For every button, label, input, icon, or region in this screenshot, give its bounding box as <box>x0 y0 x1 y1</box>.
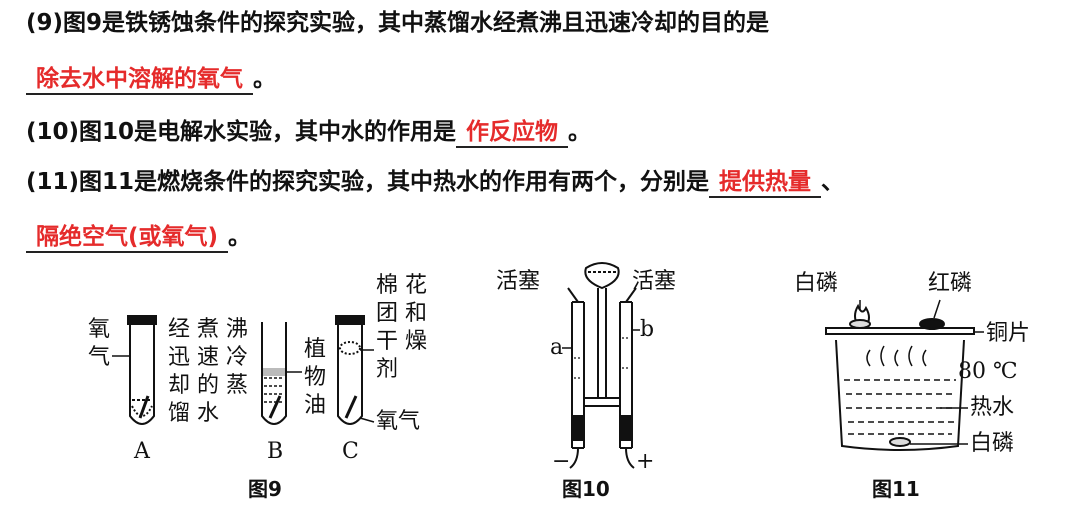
tube-a <box>127 315 157 425</box>
note-a-6: 冷 <box>226 345 248 370</box>
tube-a-label2: 气 <box>88 345 110 370</box>
white-phosphorus-top-label: 白磷 <box>794 271 838 296</box>
q9-answer: 除去水中溶解的氧气 <box>26 65 253 95</box>
note-a-9: 蒸 <box>226 373 248 398</box>
q11-answer-line: 隔绝空气(或氧气)。 <box>26 220 251 254</box>
hot-water-label: 热水 <box>970 395 1014 420</box>
red-phosphorus-label: 红磷 <box>928 271 972 296</box>
tube-c-top-1: 棉 <box>376 273 398 298</box>
tube-a-label1: 氧 <box>88 317 110 342</box>
stopcock-left-label: 活塞 <box>496 269 540 294</box>
figure-9: 氧 气 经 煮 沸 迅 速 冷 却 的 蒸 馏 水 A 植 物 油 B 棉 花 … <box>70 258 470 513</box>
tube-c-letter: C <box>342 439 359 464</box>
tube-c-bottom: 氧气 <box>376 409 420 434</box>
q11-end: 。 <box>228 224 252 250</box>
q10-end: 。 <box>568 119 592 145</box>
note-a-4: 迅 <box>168 345 190 370</box>
note-a-7: 却 <box>168 373 190 398</box>
tube-c-top-7: 剂 <box>376 357 398 382</box>
tube-b <box>261 322 287 425</box>
tube-c-top-4: 和 <box>405 301 427 326</box>
stopcock-right-label: 活塞 <box>632 269 676 294</box>
tube-a-label: a <box>550 335 563 360</box>
tube-c-top-3: 团 <box>376 301 398 326</box>
note-a-3: 沸 <box>226 317 248 342</box>
figure-10: 活塞 活塞 a b − + 图10 <box>490 258 720 513</box>
q11-line: (11)图11是燃烧条件的探究实验，其中热水的作用有两个，分别是提供热量、 <box>26 165 844 199</box>
note-a-5: 速 <box>197 345 219 370</box>
q9-end: 。 <box>253 66 276 92</box>
note-a-2: 煮 <box>197 317 219 342</box>
tube-c-top-2: 花 <box>405 273 427 298</box>
fig10-caption: 图10 <box>562 477 610 501</box>
combustion-apparatus <box>825 303 975 451</box>
tube-a-letter: A <box>133 439 151 464</box>
note-a-8: 的 <box>197 373 219 398</box>
fig11-caption: 图11 <box>872 477 920 501</box>
q11-answer2: 隔绝空气(或氧气) <box>26 223 229 253</box>
negative-terminal: − <box>552 449 570 474</box>
q10-line: (10)图10是电解水实验，其中水的作用是作反应物。 <box>26 115 591 149</box>
temperature-label: 80 ℃ <box>958 359 1018 384</box>
note-a-1: 经 <box>168 317 190 342</box>
tube-b-label-3: 油 <box>304 393 326 418</box>
tube-b-label-1: 植 <box>304 337 326 362</box>
note-a-10: 馏 <box>168 401 190 426</box>
q11-text: (11)图11是燃烧条件的探究实验，其中热水的作用有两个，分别是 <box>26 169 710 195</box>
tube-b-label-2: 物 <box>304 365 326 390</box>
tube-c-top-5: 干 <box>376 329 398 354</box>
q9-text: (9)图9是铁锈蚀条件的探究实验，其中蒸馏水经煮沸且迅速冷却的目的是 <box>26 10 770 36</box>
fig9-caption: 图9 <box>248 477 282 501</box>
q10-answer: 作反应物 <box>456 118 569 148</box>
electrolysis-apparatus <box>567 262 637 469</box>
copper-label: 铜片 <box>986 321 1030 346</box>
q10-text: (10)图10是电解水实验，其中水的作用是 <box>26 119 457 145</box>
q9-line: (9)图9是铁锈蚀条件的探究实验，其中蒸馏水经煮沸且迅速冷却的目的是 <box>26 6 769 40</box>
note-a-11: 水 <box>197 401 219 426</box>
tube-b-label: b <box>640 317 654 342</box>
tube-c-top-6: 燥 <box>405 329 427 354</box>
q9-answer-line: 除去水中溶解的氧气。 <box>26 62 276 96</box>
q11-answer1: 提供热量 <box>709 168 822 198</box>
white-phosphorus-bottom-label: 白磷 <box>970 431 1014 456</box>
positive-terminal: + <box>636 449 654 474</box>
tube-b-letter: B <box>267 439 283 464</box>
tube-c <box>335 315 365 425</box>
q11-sep: 、 <box>821 169 845 195</box>
figure-11: 白磷 红磷 铜片 80 ℃ 热水 白磷 图11 <box>790 258 1060 513</box>
